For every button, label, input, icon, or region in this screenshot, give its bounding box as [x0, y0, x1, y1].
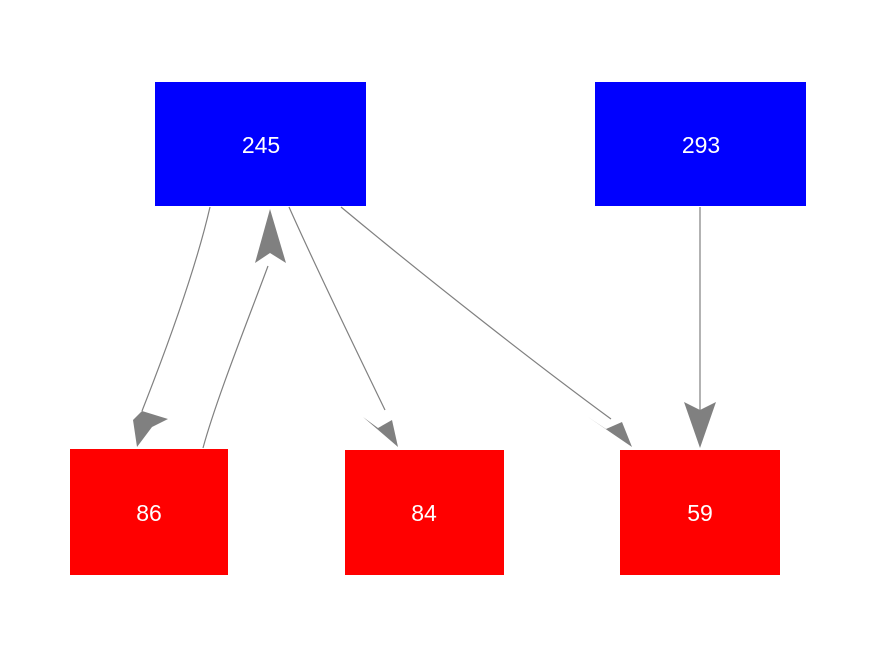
edge-layer — [133, 206, 716, 449]
edge-293-to-59[interactable] — [684, 207, 716, 448]
node-box[interactable] — [155, 82, 366, 206]
node-box[interactable] — [595, 82, 806, 206]
node-59[interactable]: 59 — [620, 450, 780, 575]
node-box[interactable] — [345, 450, 504, 575]
edge-line — [202, 265, 269, 449]
arrow-head-icon — [588, 417, 632, 447]
node-86[interactable]: 86 — [70, 449, 228, 575]
edge-line — [288, 206, 386, 411]
node-label: 86 — [136, 500, 162, 526]
edge-245-to-86[interactable] — [133, 206, 211, 447]
arrow-head-icon — [255, 209, 286, 263]
edge-245-to-59[interactable] — [340, 206, 632, 447]
node-box[interactable] — [620, 450, 780, 575]
edge-86-to-245[interactable] — [202, 209, 286, 449]
arrow-head-icon — [133, 411, 168, 447]
node-245[interactable]: 245 — [155, 82, 366, 206]
node-label: 293 — [682, 132, 720, 158]
edge-line — [340, 206, 612, 420]
arrow-head-icon — [363, 417, 398, 447]
node-box[interactable] — [70, 449, 228, 575]
node-label: 84 — [411, 500, 437, 526]
node-293[interactable]: 293 — [595, 82, 806, 206]
edge-245-to-84[interactable] — [288, 206, 398, 447]
node-label: 245 — [242, 132, 280, 158]
node-label: 59 — [687, 500, 713, 526]
edge-line — [141, 206, 211, 412]
arrow-head-icon — [684, 402, 716, 448]
node-84[interactable]: 84 — [345, 450, 504, 575]
node-layer: 245 293 86 84 59 — [70, 82, 806, 575]
